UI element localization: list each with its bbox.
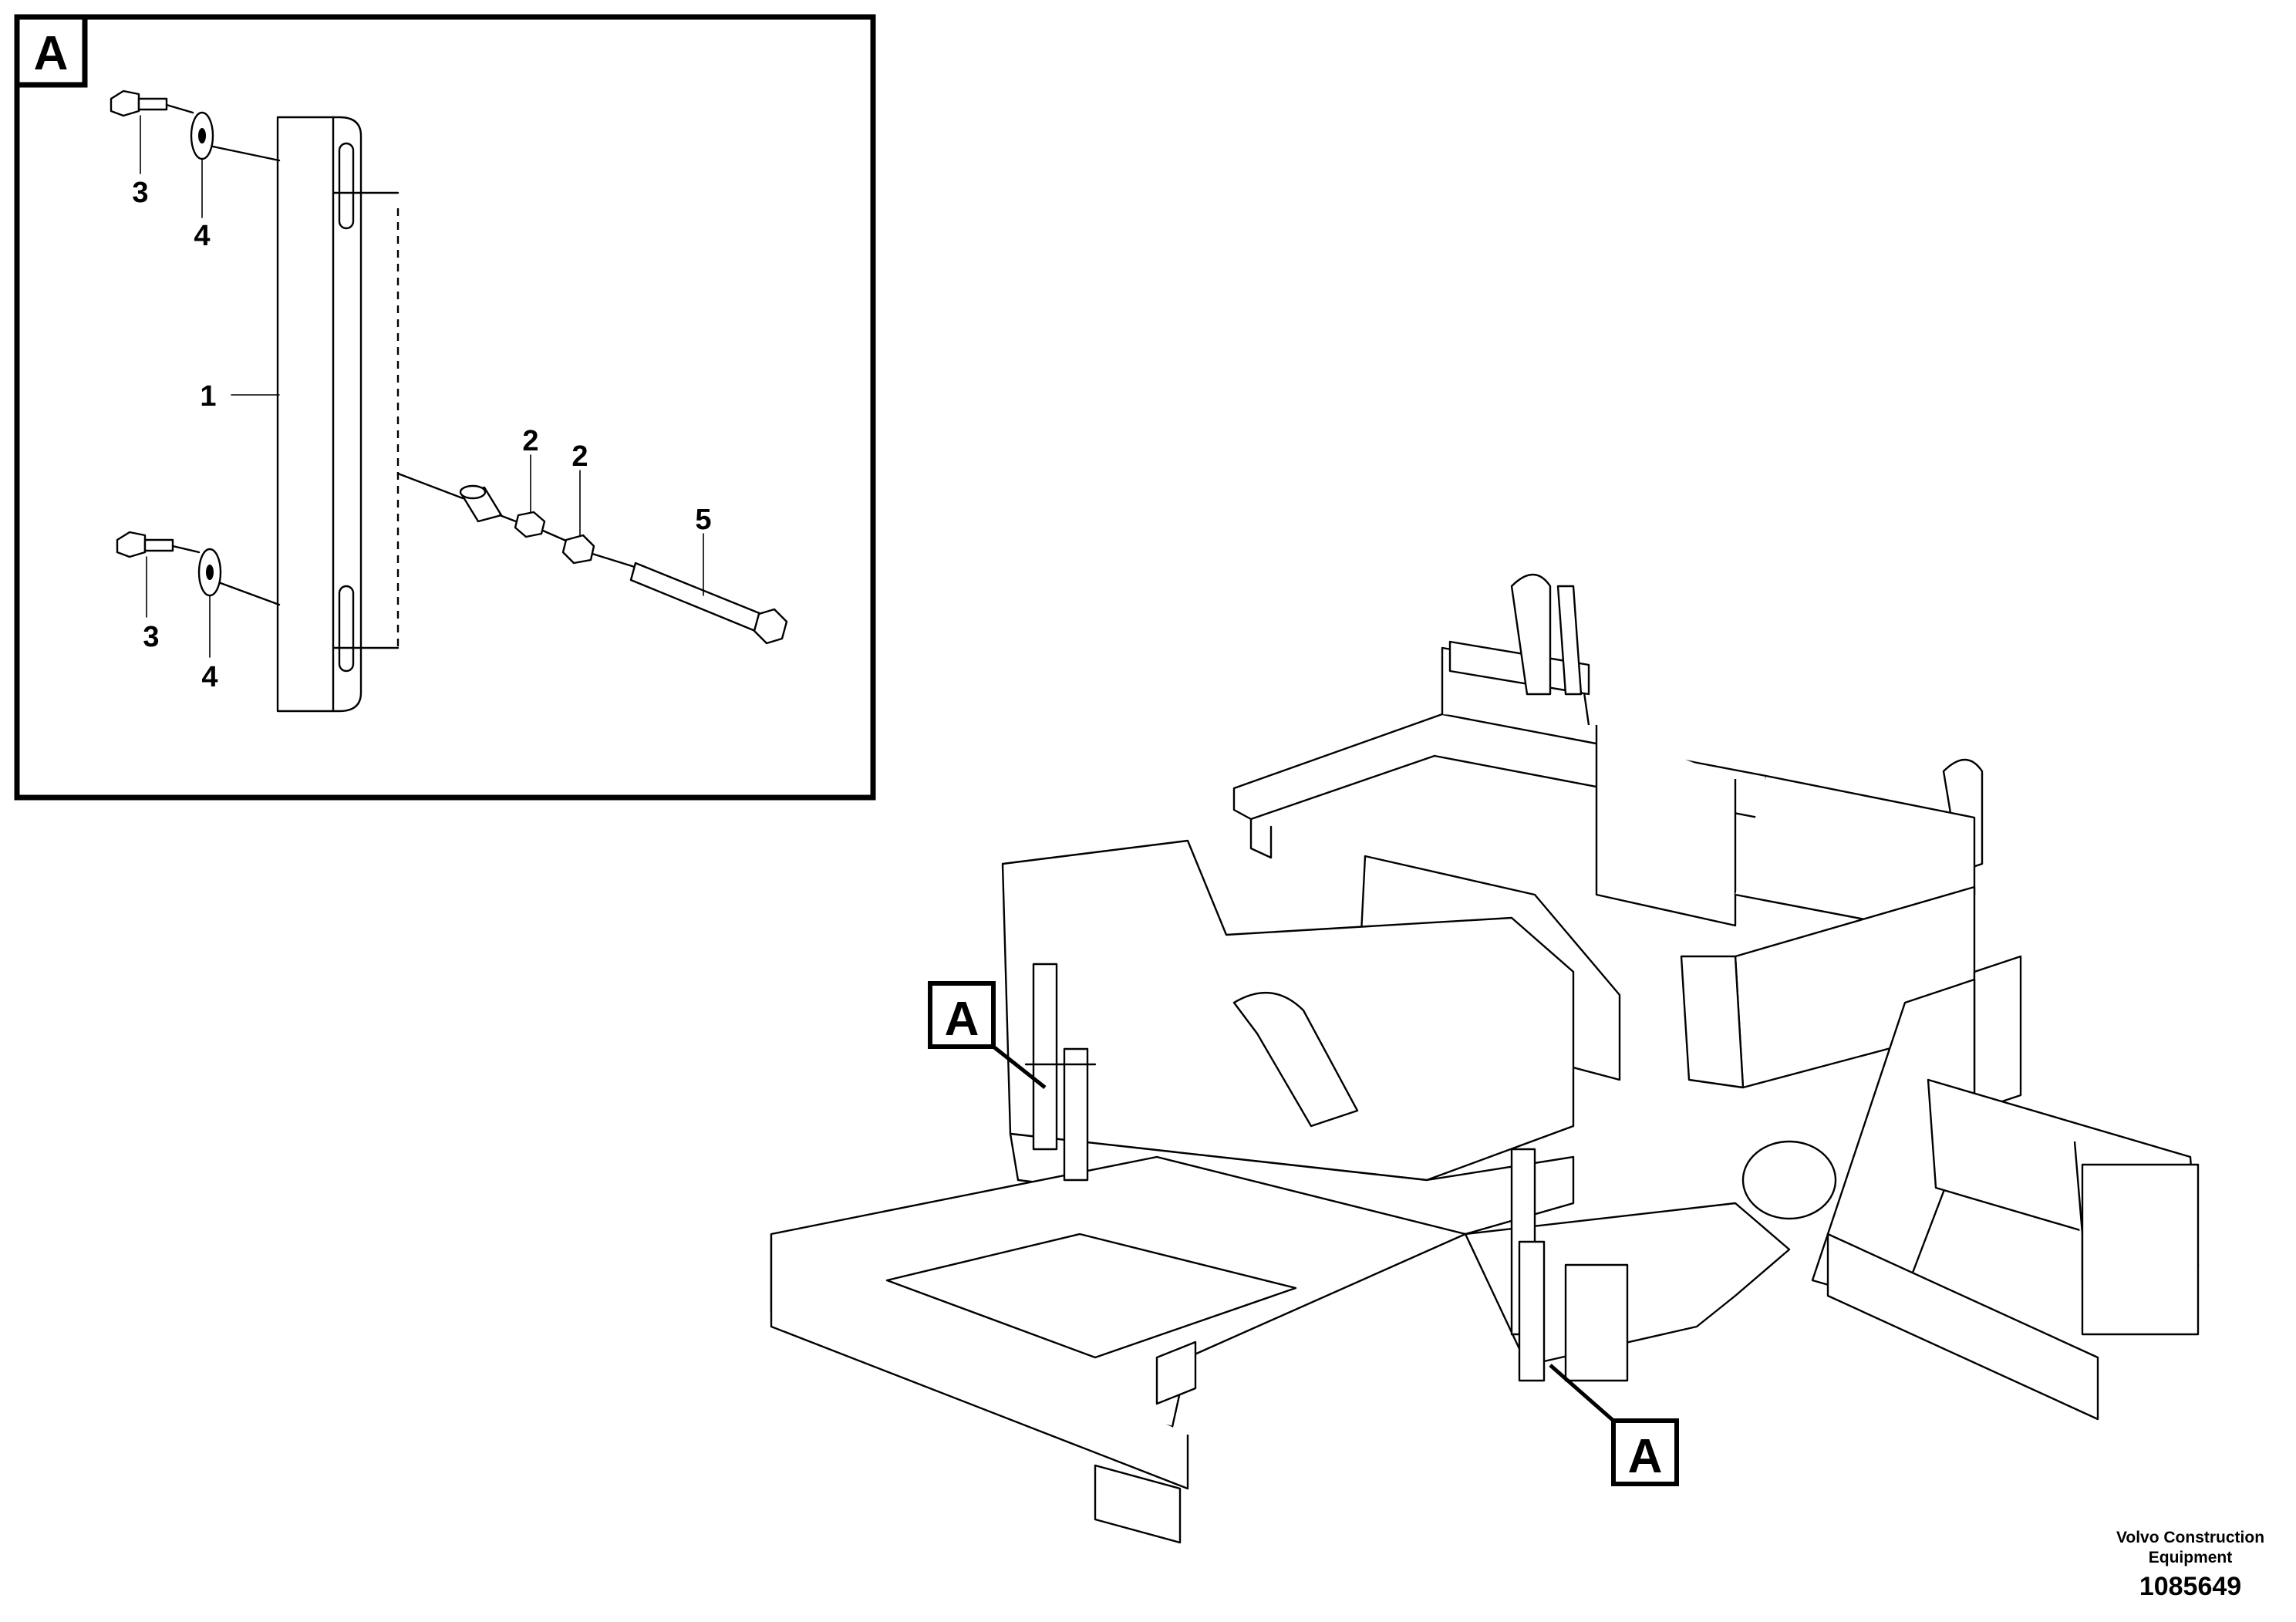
callout-1: 1 (200, 380, 216, 413)
callout-2-right: 2 (571, 440, 588, 473)
location-a-left-leader (992, 1045, 1047, 1089)
manufacturer-line-1: Volvo Construction (2116, 1529, 2264, 1546)
washer-bottom (197, 548, 281, 606)
part-number: 1085649 (2139, 1572, 2241, 1601)
callout-2-left: 2 (522, 425, 538, 457)
detail-frame (14, 14, 876, 801)
spacer-sleeve (459, 484, 503, 523)
callout-4-bottom: 4 (201, 661, 217, 693)
machine-frame-view: A A (770, 573, 2200, 1544)
location-post-left (1024, 963, 1097, 1182)
location-a-right-leader (1549, 1364, 1615, 1422)
manufacturer-line-2: Equipment (2149, 1549, 2233, 1566)
bolt-bottom (116, 531, 201, 558)
front-deck (770, 839, 1791, 1544)
nut-right (561, 534, 595, 565)
callout-4-top: 4 (194, 220, 210, 252)
location-a-right-label: A (1628, 1430, 1663, 1483)
location-a-right-box (1611, 1418, 1679, 1486)
location-a-left-box (928, 981, 996, 1049)
bolt-top (110, 89, 194, 117)
detail-label: A (34, 27, 69, 80)
callout-3-top: 3 (132, 177, 148, 209)
bracket-part-1 (276, 116, 400, 713)
nut-left (514, 511, 546, 538)
detail-label-box (14, 14, 88, 88)
detail-view-a: A (14, 14, 876, 801)
callout-3-bottom: 3 (143, 621, 159, 653)
location-post-right (1510, 1148, 1629, 1382)
long-bolt-part-5 (629, 561, 788, 645)
location-a-left-label: A (945, 993, 979, 1046)
rear-arm-and-roller (1741, 955, 2200, 1421)
callout-5: 5 (695, 504, 711, 536)
